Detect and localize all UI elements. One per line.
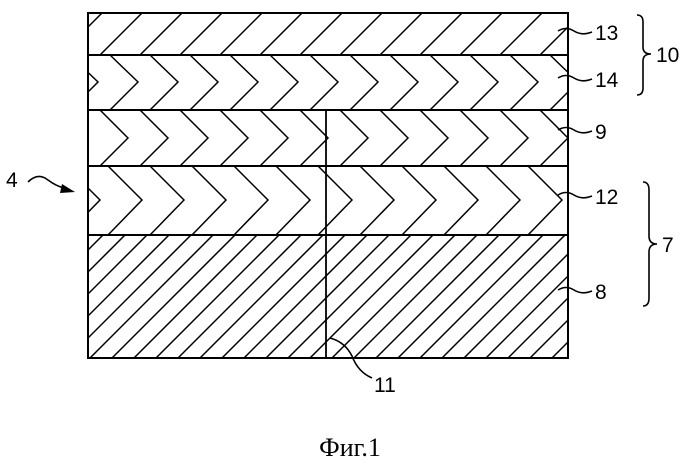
- label-9: 9: [595, 121, 607, 144]
- label-8: 8: [595, 281, 607, 304]
- leader-8: [558, 288, 592, 293]
- figure-caption: Фиг.1: [0, 433, 700, 463]
- label-4: 4: [6, 169, 18, 192]
- bracket-10: [637, 15, 651, 95]
- label-12: 12: [595, 186, 618, 209]
- label-7: 7: [662, 234, 674, 257]
- label-14: 14: [595, 69, 619, 92]
- leader-9: [558, 128, 592, 133]
- layer-12-hatch: [66, 166, 604, 235]
- leader-4: [28, 176, 64, 188]
- layer-9-hatch: [60, 110, 568, 166]
- leader-lines: [28, 29, 592, 379]
- arrowhead-4: [60, 184, 75, 193]
- leader-14: [558, 76, 592, 81]
- label-10: 10: [656, 44, 679, 67]
- layer-14-hatch: [70, 55, 578, 110]
- layer-13-hatch: [60, 13, 622, 55]
- label-11: 11: [374, 374, 396, 397]
- leader-12: [558, 193, 592, 198]
- label-13: 13: [595, 22, 618, 45]
- layer-8-hatch: [0, 235, 675, 358]
- brackets: [637, 15, 657, 306]
- bracket-7: [643, 182, 657, 306]
